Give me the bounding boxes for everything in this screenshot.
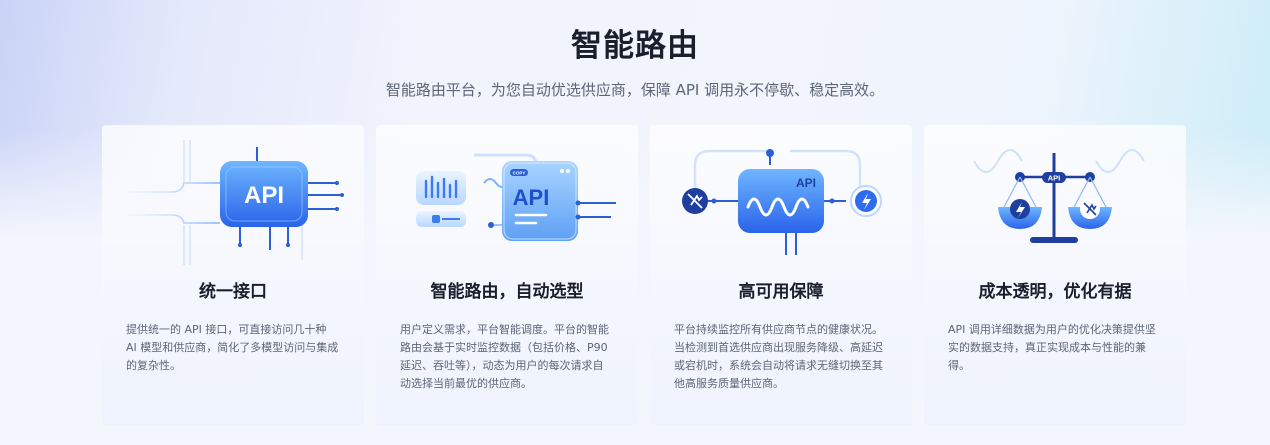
- card-description: API 调用详细数据为用户的优化决策提供坚实的数据支持，真正实现成本与性能的兼得…: [948, 323, 1156, 372]
- high-availability-illustration: API: [682, 149, 882, 255]
- api-chip-label: API: [244, 182, 284, 209]
- card-description: 用户定义需求，平台智能调度。平台的智能路由会基于实时监控数据（包括价格、P90延…: [400, 323, 609, 390]
- page-title: 智能路由: [571, 28, 699, 64]
- card-title: 智能路由，自动选型: [430, 282, 584, 302]
- card-title: 成本透明，优化有据: [978, 282, 1132, 302]
- copy-badge-label: COPY: [513, 171, 526, 176]
- api-panel-label: API: [513, 185, 550, 210]
- feature-card-cost-transparency: API 成本透明，优化有据 API 调用详细数据为用户的优化决策提供坚实的数据支…: [924, 125, 1186, 425]
- card-description: 平台持续监控所有供应商节点的健康状况。当检测到首选供应商出现服务降级、高延迟或宕…: [674, 323, 883, 390]
- feature-card-smart-routing: COPY API 智能路由，自动选型 用户定义需求，平台智能调度。平台的智能路由…: [376, 125, 638, 425]
- feature-card-high-availability: API 高可用保障 平台持续监控所有供应商节点的健康状况。当检测到首选供应商出现…: [650, 125, 912, 425]
- page-subtitle: 智能路由平台，为您自动优选供应商，保障 API 调用永不停歇、稳定高效。: [385, 81, 885, 99]
- card-title: 统一接口: [199, 282, 267, 302]
- routing-illustration: COPY API: [416, 153, 616, 241]
- card-description: 提供统一的 API 接口，可直接访问几十种 AI 模型和供应商，简化了多模型访问…: [126, 323, 339, 372]
- feature-card-unified-interface: API 统一接口 提供统一的 API 接口，可直接访问几十种 AI 模型和供应商…: [102, 125, 364, 425]
- scale-api-label: API: [1048, 174, 1061, 183]
- card-title: 高可用保障: [738, 282, 824, 302]
- api-chip-illustration: API: [127, 140, 344, 265]
- feature-cards: API 统一接口 提供统一的 API 接口，可直接访问几十种 AI 模型和供应商…: [102, 125, 1186, 425]
- api-monitor-label: API: [796, 176, 816, 190]
- balance-scale-illustration: API: [973, 149, 1145, 243]
